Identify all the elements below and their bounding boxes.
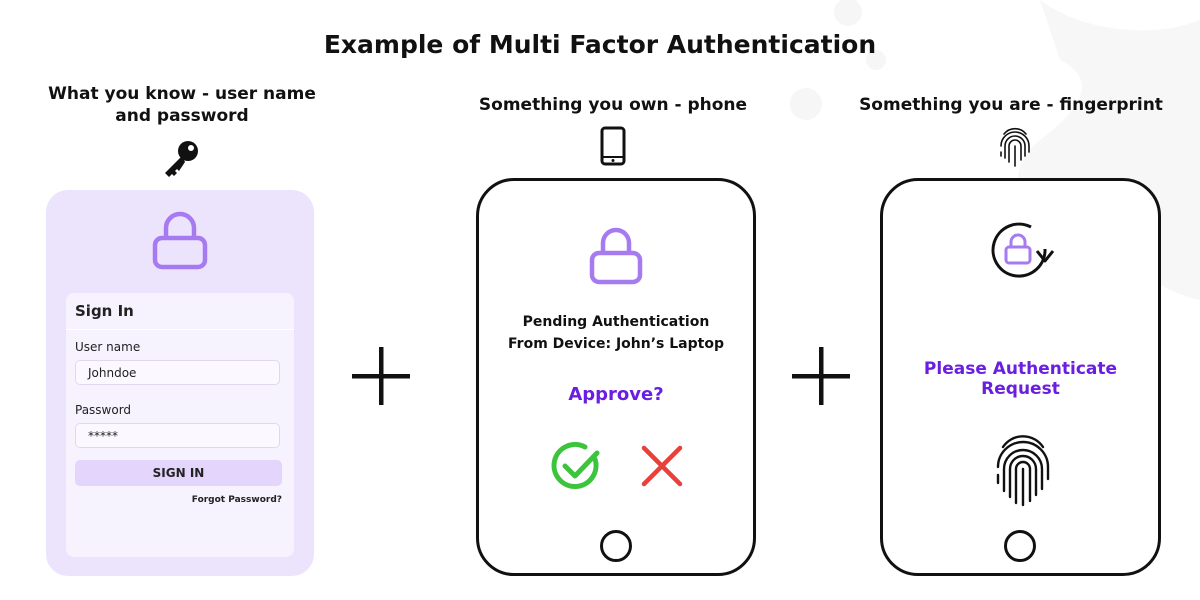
signin-card: Sign In User name Johndoe Password *****… [46, 190, 314, 576]
pending-auth-text: Pending Authentication From Device: John… [479, 311, 753, 355]
heading-line-1: What you know - user name [48, 84, 316, 104]
signin-form: Sign In User name Johndoe Password *****… [66, 293, 294, 557]
plus-icon [792, 347, 850, 405]
form-header: Sign In [66, 293, 294, 330]
phone-biometric-screen: Please Authenticate Request [880, 178, 1161, 576]
approve-question: Approve? [568, 384, 664, 405]
password-label: Password [75, 403, 132, 417]
username-field[interactable]: Johndoe [75, 360, 280, 385]
plus-icon [352, 347, 410, 405]
page-title: Example of Multi Factor Authentication [323, 30, 877, 59]
authenticate-prompt: Please Authenticate Request [923, 359, 1118, 399]
phone-icon [600, 126, 626, 166]
reject-x-icon[interactable] [639, 443, 685, 489]
username-label: User name [75, 340, 141, 354]
phone-approval-screen: Pending Authentication From Device: John… [476, 178, 756, 576]
signin-title: Sign In [75, 302, 134, 320]
signin-button[interactable]: SIGN IN [75, 460, 282, 486]
approve-check-icon[interactable] [551, 441, 603, 493]
home-button[interactable] [600, 530, 632, 562]
lock-icon [152, 211, 208, 270]
lock-refresh-icon [991, 222, 1055, 278]
fingerprint-icon [1000, 127, 1030, 167]
pending-line-1: Pending Authentication [522, 314, 710, 330]
lock-icon [589, 227, 643, 285]
heading-something-you-own: Something you own - phone [478, 95, 748, 115]
pending-line-2: From Device: John’s Laptop [508, 336, 724, 352]
forgot-password-link[interactable]: Forgot Password? [191, 495, 282, 505]
heading-something-you-are: Something you are - fingerprint [859, 95, 1163, 115]
heading-what-you-know: What you know - user name and password [40, 83, 324, 127]
password-field[interactable]: ***** [75, 423, 280, 448]
heading-line-2: and password [115, 106, 249, 126]
fingerprint-sensor-icon[interactable] [995, 431, 1051, 507]
key-icon [165, 141, 198, 177]
home-button[interactable] [1004, 530, 1036, 562]
